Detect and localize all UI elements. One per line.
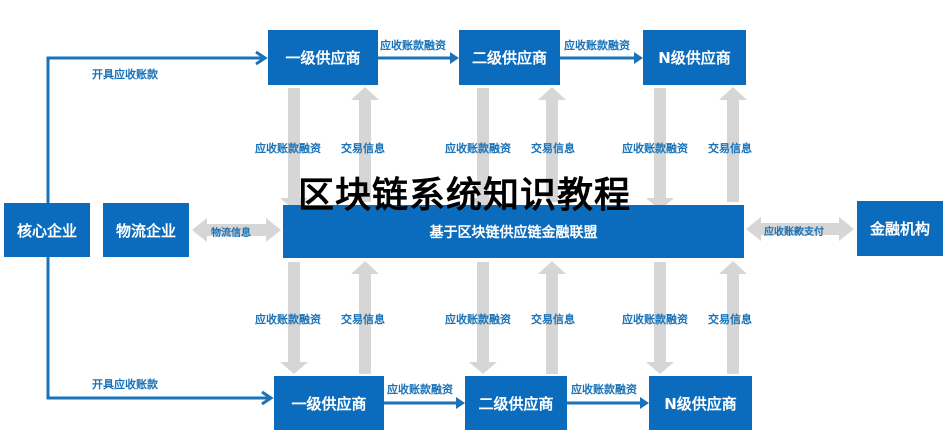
vertical-label-financing: 应收账款融资 [445, 313, 511, 326]
connector-bar [546, 272, 558, 374]
page-title: 区块链系统知识教程 [298, 175, 632, 216]
vertical-label-financing: 应收账款融资 [622, 142, 688, 155]
node-label: 基于区块链供应链金融联盟 [429, 224, 598, 241]
vertical-label-trade: 交易信息 [531, 313, 575, 326]
vertical-label-trade: 交易信息 [531, 142, 575, 155]
top-tier1-supplier-node: 一级供应商 [268, 30, 378, 85]
node-label: 一级供应商 [285, 49, 361, 67]
connector-bar [654, 262, 666, 364]
edge-label-top-2-N: 应收账款融资 [564, 39, 630, 52]
connector-bar [288, 262, 300, 364]
logistics-enterprise-node: 物流企业 [103, 203, 189, 257]
alliance-node: 基于区块链供应链金融联盟 [283, 205, 744, 258]
vertical-label-financing: 应收账款融资 [255, 313, 321, 326]
edge-label-issue-bottom: 开具应收账款 [92, 378, 158, 391]
node-label: 二级供应商 [471, 49, 547, 67]
connector-bar [477, 88, 489, 202]
vertical-label-financing: 应收账款融资 [255, 142, 321, 155]
vertical-label-trade: 交易信息 [341, 313, 385, 326]
top-tier2-supplier-node: 二级供应商 [459, 30, 560, 85]
bottom-tier2-supplier-node: 二级供应商 [465, 376, 567, 430]
vertical-label-trade: 交易信息 [708, 313, 752, 326]
connector-bar [727, 272, 739, 374]
node-label: 一级供应商 [291, 394, 367, 413]
bottom-tierN-supplier-node: N级供应商 [649, 376, 752, 430]
connector-bar [727, 98, 739, 202]
top-tierN-supplier-node: N级供应商 [643, 30, 746, 85]
edge-label-bottom-1-2: 应收账款融资 [387, 383, 453, 396]
core-enterprise-node: 核心企业 [4, 203, 90, 257]
node-label: 金融机构 [869, 220, 930, 238]
bottom-tier1-supplier-node: 一级供应商 [274, 376, 384, 430]
financial-institution-node: 金融机构 [857, 201, 943, 256]
vertical-label-financing: 应收账款融资 [445, 142, 511, 155]
edge-label-bottom-2-N: 应收账款融资 [571, 383, 637, 396]
edge-label-payment: 应收账款支付 [764, 227, 824, 238]
connector-bar [288, 88, 300, 202]
connector-bar [546, 98, 558, 202]
connector-bar [654, 88, 666, 202]
edge-label-logistics: 物流信息 [211, 228, 251, 239]
connector-bar [359, 98, 371, 202]
node-label: N级供应商 [664, 394, 737, 413]
connector-bar [477, 262, 489, 364]
node-label: N级供应商 [658, 49, 731, 67]
edge-label-top-1-2: 应收账款融资 [380, 39, 446, 52]
node-label: 二级供应商 [478, 394, 554, 413]
vertical-label-financing: 应收账款融资 [622, 313, 688, 326]
connector-bar [359, 272, 371, 374]
vertical-label-trade: 交易信息 [341, 142, 385, 155]
node-label: 核心企业 [16, 221, 77, 240]
node-label: 物流企业 [115, 221, 176, 240]
edge-label-issue-top: 开具应收账款 [92, 68, 158, 81]
vertical-label-trade: 交易信息 [708, 142, 752, 155]
